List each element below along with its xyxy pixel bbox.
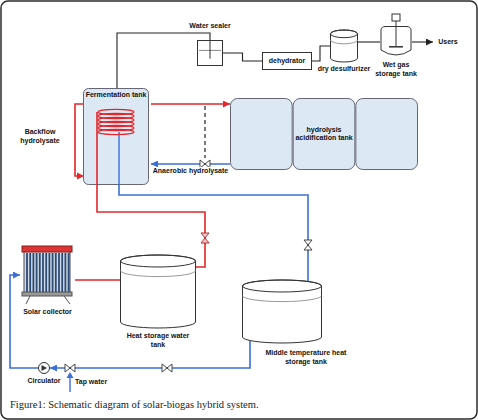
- figure-caption: Figure1: Schematic diagram of solar-biog…: [10, 398, 470, 411]
- node-label: dehydrator: [269, 57, 306, 66]
- node-label: Users: [438, 38, 457, 47]
- valve-symbol: [162, 364, 172, 372]
- text-holder: Heat storage water tank: [126, 332, 190, 349]
- text-holder: Wet gas storage tank: [371, 61, 421, 78]
- pipe-connector: [151, 163, 230, 165]
- node-label: hydrolysis acidification tank: [287, 126, 361, 143]
- node-label: Water sealer: [179, 22, 241, 31]
- node-label: Solar collector: [13, 308, 83, 317]
- caption-holder: Figure1: Schematic diagram of solar-biog…: [10, 398, 470, 411]
- tap-water-arrowhead: [67, 372, 74, 378]
- pipe-connector: [117, 33, 210, 88]
- text-holder: Water sealer: [179, 22, 241, 31]
- solar-collector-outline: [20, 245, 75, 305]
- dehydrator-box: dehydrator: [262, 52, 312, 70]
- valve-symbol: [201, 233, 209, 243]
- valve-symbol: [304, 240, 312, 250]
- valve-symbol: [65, 364, 75, 372]
- control-dashed-line: [204, 106, 205, 158]
- annotation-label: Backflow hydrolysate: [12, 128, 68, 145]
- text-holder: hydrolysis acidification tank: [230, 98, 418, 170]
- users-label: Users: [434, 37, 462, 47]
- pipe-connector: [358, 41, 380, 42]
- backflow-arrowhead: [77, 173, 84, 180]
- pipe-connector: [50, 340, 250, 368]
- node-label: Wet gas storage tank: [371, 61, 421, 78]
- heat-storage-tank-outline: [120, 255, 196, 328]
- water-sealer: Water sealer: [197, 40, 223, 66]
- pipe-connector: [75, 279, 120, 281]
- text-holder: Solar collector: [13, 308, 83, 317]
- gas-storage-tank-outline: [380, 26, 412, 58]
- text-holder: Users: [434, 37, 462, 47]
- text-holder: Circulator: [19, 377, 69, 386]
- middle-temperature-tank-outline: [242, 280, 322, 343]
- node-label: Circulator: [19, 377, 69, 386]
- node-label: Middle temperature heat storage tank: [256, 349, 356, 366]
- annotation-label: Tap water: [75, 378, 125, 387]
- text-holder: Fermentation tank: [83, 91, 149, 100]
- heat-storage-tank: Heat storage water tank: [120, 255, 196, 328]
- desulfurizer-vessel: dry desulfurizer: [330, 30, 358, 62]
- text-holder: Middle temperature heat storage tank: [256, 349, 356, 366]
- free-label-holder: Tap water: [75, 378, 125, 387]
- pipe-connector: [223, 53, 262, 61]
- solar-collector: Solar collector: [20, 245, 75, 305]
- pipe-connector: [151, 103, 230, 105]
- pipe-connector: [312, 46, 330, 61]
- circulator-pump-outline: [38, 362, 50, 374]
- hydrolysis-tank: hydrolysis acidification tank: [230, 98, 418, 170]
- desulfurizer-vessel-outline: [330, 30, 358, 62]
- node-label: Heat storage water tank: [126, 332, 190, 349]
- backflow-pipe: [75, 104, 84, 176]
- node-label: Fermentation tank: [85, 91, 147, 100]
- free-label-holder: Backflow hydrolysate: [12, 128, 68, 145]
- pipe-connector: [97, 185, 205, 267]
- edge-label-holder: Anaerobic hydrolysate: [152, 167, 229, 176]
- text-holder: dry desulfurizer: [314, 65, 374, 74]
- text-holder: dehydrator: [262, 52, 312, 70]
- tap-water-pipe: [69, 376, 70, 392]
- water-sealer-outline: [197, 40, 223, 66]
- node-label: dry desulfurizer: [314, 65, 374, 74]
- middle-temperature-tank: Middle temperature heat storage tank: [242, 280, 322, 343]
- circulator-pump: Circulator: [38, 362, 50, 374]
- fermentation-tank-outline: [83, 88, 151, 185]
- fermentation-tank: Fermentation tank: [83, 88, 151, 185]
- gas-storage-tank: Wet gas storage tank: [380, 26, 412, 58]
- pipe-connector: [412, 41, 433, 42]
- edge-label: Anaerobic hydrolysate: [152, 167, 229, 176]
